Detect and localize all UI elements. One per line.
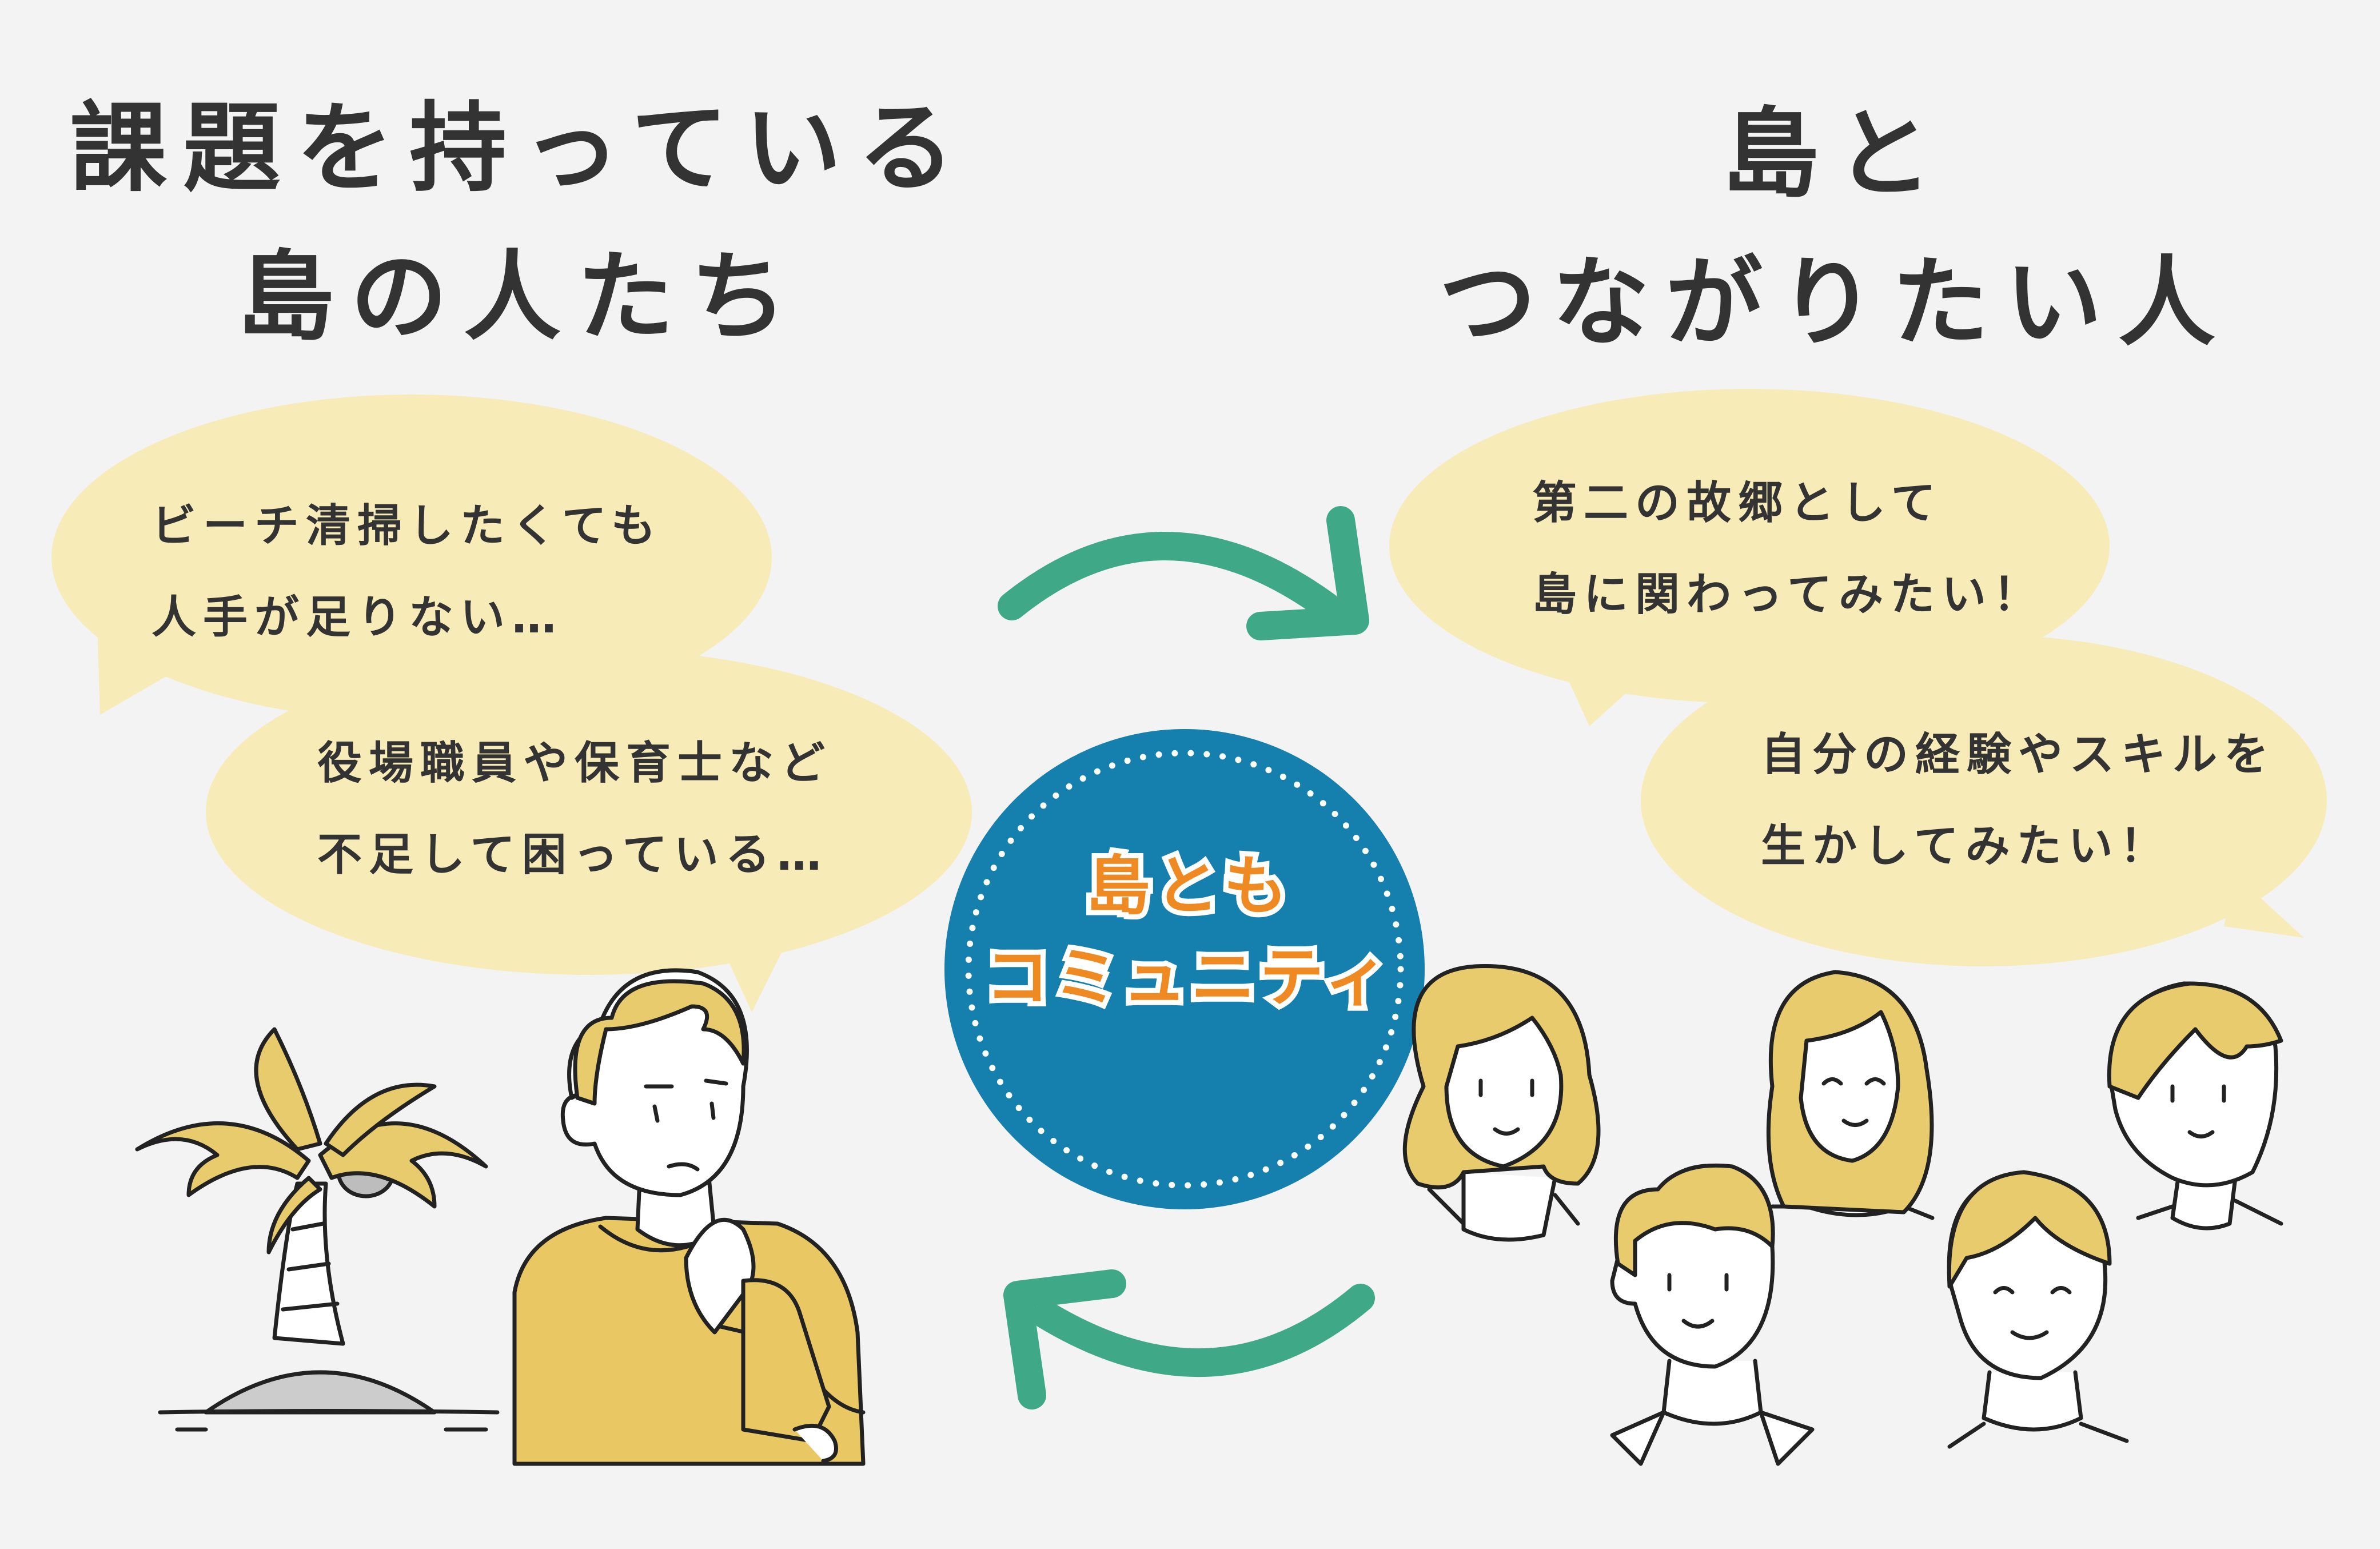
left-title-line2: 島の人たち: [237, 241, 803, 354]
bubble-right-bottom-line2: 生かしてみたい！: [1761, 821, 2171, 872]
bubble-right-top-text: 第二の故郷として 島に関わってみたい！: [1532, 457, 2044, 640]
right-group-title: 島と つながりたい人: [1349, 80, 2321, 377]
center-label-line1: 島とも: [1081, 844, 1293, 929]
right-title-line1: 島と: [1721, 98, 1948, 211]
bubble-right-top-line2: 島に関わってみたい！: [1532, 569, 2045, 620]
bubble-left-top-line1: ビーチ清掃したくても: [152, 500, 663, 552]
left-title-line1: 課題を持っている: [70, 92, 971, 205]
bubble-left-bottom: [206, 649, 972, 1012]
left-group-title: 課題を持っている 島の人たち: [34, 74, 1006, 372]
right-title-line2: つながりたい人: [1438, 246, 2231, 360]
bubble-left-top: [51, 395, 772, 720]
bubble-right-top: [1389, 389, 2110, 726]
people-group-icon: [1402, 964, 2283, 1466]
center-community-label: 島とも コミュニティ: [949, 841, 1429, 1024]
bubble-left-top-text: ビーチ清掃したくても 人手が足りない…: [152, 480, 663, 663]
bubble-right-bottom-text: 自分の経験やスキルを 生かしてみたい！: [1761, 709, 2275, 892]
bubble-right-bottom-line1: 自分の経験やスキルを: [1761, 729, 2276, 781]
center-label-line2: コミュニティ: [980, 935, 1393, 1020]
curved-arrow-left-icon: [1003, 1269, 1375, 1409]
curved-arrow-right-icon: [998, 506, 1369, 640]
bubble-left-top-line2: 人手が足りない…: [152, 592, 564, 643]
person-man-front-left: [1610, 1163, 1815, 1466]
bubble-left-bottom-line1: 役場職員や保育士など: [317, 738, 832, 789]
center-community-circle: [944, 729, 1425, 1209]
bubble-left-bottom-line2: 不足して困っている…: [317, 829, 828, 881]
bubble-right-bottom: [1641, 635, 2327, 966]
person-short-hair-right: [2107, 981, 2283, 1231]
bubble-right-top-line1: 第二の故郷として: [1532, 477, 1943, 529]
person-man-front-right: [1947, 1170, 2129, 1449]
palm-tree-icon: [135, 1027, 500, 1432]
person-woman-center: [1766, 970, 1935, 1220]
bubble-left-bottom-text: 役場職員や保育士など 不足して困っている…: [317, 718, 832, 901]
person-woman-left: [1402, 964, 1601, 1242]
thinking-man-icon: [512, 968, 866, 1466]
